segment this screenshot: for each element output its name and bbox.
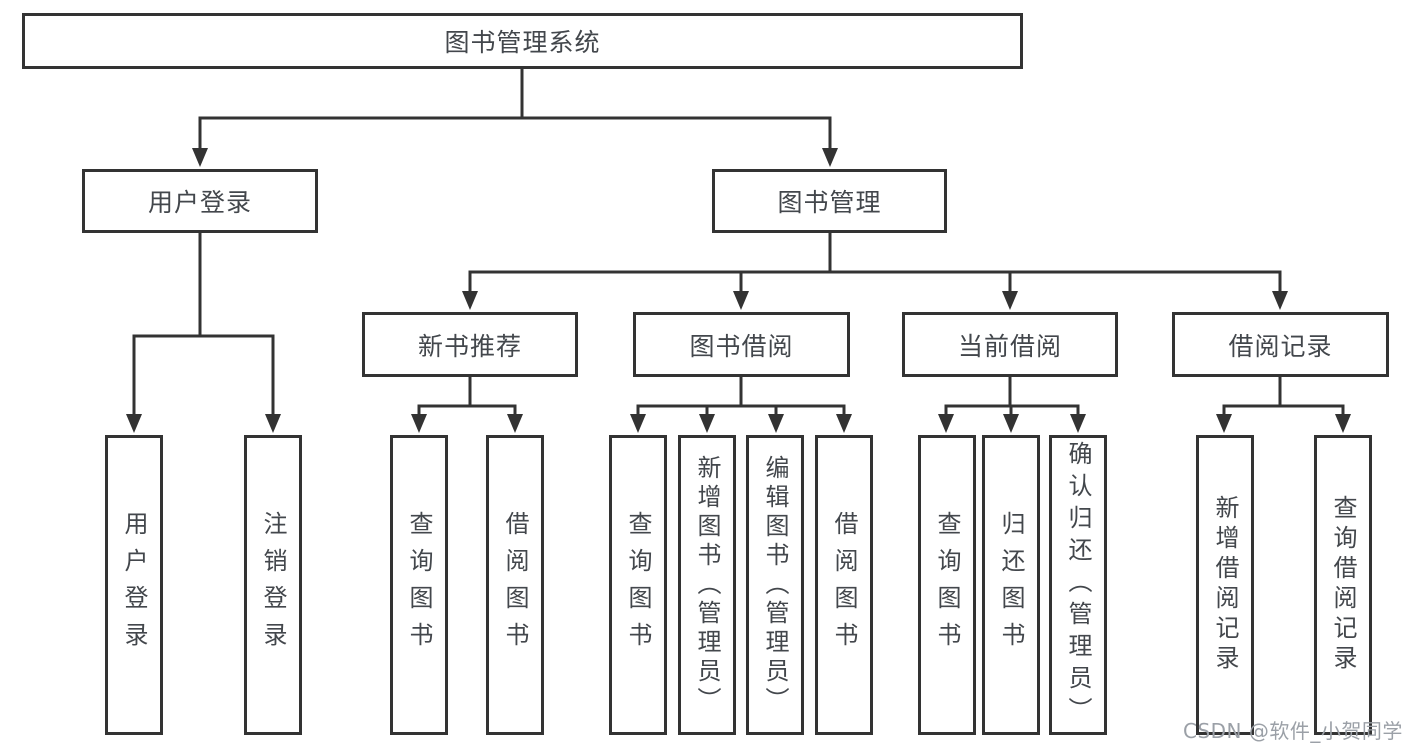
node-book-borrow: 图书借阅 bbox=[633, 312, 850, 377]
leaf-current-borrow-query: 查询图书 bbox=[918, 435, 976, 735]
node-new-books-label: 新书推荐 bbox=[417, 331, 522, 361]
edge-book-management-split bbox=[462, 231, 1288, 310]
leaf-book-borrow-query: 查询图书 bbox=[609, 435, 667, 735]
node-root: 图书管理系统 bbox=[22, 13, 1023, 69]
leaf-current-borrow-confirm: 确认归还（管理员） bbox=[1049, 435, 1107, 735]
leaf-new-books-borrow-label: 借阅图书 bbox=[501, 511, 529, 659]
node-borrow-records: 借阅记录 bbox=[1172, 312, 1389, 377]
leaf-borrow-records-add: 新增借阅记录 bbox=[1196, 435, 1254, 735]
leaf-borrow-records-add-label: 新增借阅记录 bbox=[1211, 495, 1239, 675]
node-user-login-label: 用户登录 bbox=[147, 188, 252, 217]
edge-new-books-split bbox=[411, 375, 523, 433]
leaf-current-borrow-confirm-label: 确认归还（管理员） bbox=[1064, 441, 1092, 729]
node-user-login: 用户登录 bbox=[82, 169, 318, 233]
node-current-borrow-label: 当前借阅 bbox=[957, 331, 1062, 361]
leaf-logout: 注销登录 bbox=[244, 435, 302, 735]
node-book-management-label: 图书管理 bbox=[777, 188, 882, 217]
node-new-books: 新书推荐 bbox=[362, 312, 578, 377]
leaf-book-borrow-edit: 编辑图书（管理员） bbox=[746, 435, 804, 735]
edge-book-borrow-split bbox=[630, 375, 852, 433]
leaf-new-books-borrow: 借阅图书 bbox=[486, 435, 544, 735]
leaf-user-login-label: 用户登录 bbox=[120, 511, 148, 659]
leaf-logout-label: 注销登录 bbox=[259, 511, 287, 659]
edge-current-borrow-split bbox=[938, 375, 1086, 433]
node-borrow-records-label: 借阅记录 bbox=[1228, 331, 1333, 361]
edge-user-login-split bbox=[126, 231, 281, 433]
leaf-book-borrow-add: 新增图书（管理员） bbox=[678, 435, 736, 735]
leaf-current-borrow-return: 归还图书 bbox=[982, 435, 1040, 735]
leaf-book-borrow-query-label: 查询图书 bbox=[624, 511, 652, 659]
leaf-borrow-records-query: 查询借阅记录 bbox=[1314, 435, 1372, 735]
leaf-book-borrow-borrow: 借阅图书 bbox=[815, 435, 873, 735]
leaf-book-borrow-add-label: 新增图书（管理员） bbox=[693, 454, 721, 716]
leaf-new-books-query-label: 查询图书 bbox=[405, 511, 433, 659]
leaf-user-login: 用户登录 bbox=[105, 435, 163, 735]
edge-borrow-records-split bbox=[1216, 375, 1351, 433]
edge-root-split bbox=[192, 67, 838, 167]
node-book-borrow-label: 图书借阅 bbox=[689, 331, 794, 361]
leaf-current-borrow-return-label: 归还图书 bbox=[997, 511, 1025, 659]
node-current-borrow: 当前借阅 bbox=[902, 312, 1118, 377]
node-root-label: 图书管理系统 bbox=[444, 28, 601, 57]
leaf-new-books-query: 查询图书 bbox=[390, 435, 448, 735]
leaf-book-borrow-borrow-label: 借阅图书 bbox=[830, 511, 858, 659]
csdn-watermark: CSDN @软件_小贺同学 bbox=[1183, 719, 1403, 743]
leaf-current-borrow-query-label: 查询图书 bbox=[933, 511, 961, 659]
leaf-book-borrow-edit-label: 编辑图书（管理员） bbox=[761, 454, 789, 716]
node-book-management: 图书管理 bbox=[712, 169, 947, 233]
leaf-borrow-records-query-label: 查询借阅记录 bbox=[1329, 495, 1357, 675]
